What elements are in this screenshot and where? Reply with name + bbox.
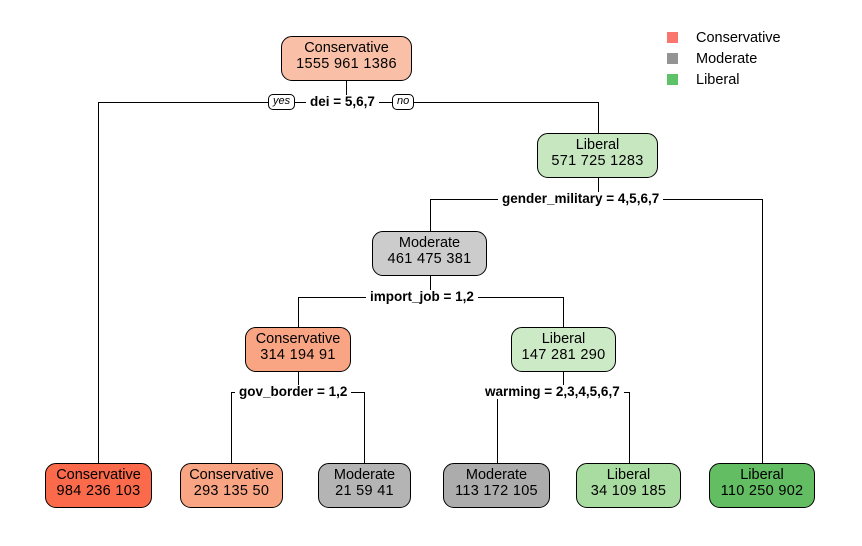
node-counts: 34 109 185: [590, 482, 667, 499]
split-label-import-job: import_job = 1,2: [366, 290, 478, 304]
connector-gendermilitary-right-drop: [762, 199, 763, 463]
connector-root-stem: [346, 81, 347, 102]
connector-libmid-stem: [563, 372, 564, 392]
legend-item-liberal[interactable]: Liberal: [667, 69, 781, 90]
connector-gendermilitary-left-drop: [430, 199, 431, 231]
connector-conmid-stem: [298, 372, 299, 392]
connector-importjob-right-drop: [563, 297, 564, 327]
node-counts: 21 59 41: [335, 482, 394, 499]
split-label-warming: warming = 2,3,4,5,6,7: [481, 385, 624, 399]
connector-no-drop: [598, 102, 599, 133]
node-class-label: Conservative: [255, 331, 341, 347]
split-label-gov-border: gov_border = 1,2: [235, 385, 352, 399]
connector-modmid-stem: [430, 276, 431, 297]
tree-node-root[interactable]: Conservative 1555 961 1386: [281, 36, 412, 81]
legend: Conservative Moderate Liberal: [667, 27, 781, 90]
connector-warming-right-drop: [629, 392, 630, 463]
tree-leaf-moderate-1[interactable]: Moderate 21 59 41: [318, 463, 411, 508]
node-counts: 314 194 91: [260, 346, 336, 363]
tree-node-moderate-mid[interactable]: Moderate 461 475 381: [372, 231, 487, 276]
node-counts: 110 250 902: [720, 482, 804, 499]
node-class-label: Moderate: [333, 467, 396, 483]
tree-leaf-liberal-2[interactable]: Liberal 110 250 902: [709, 463, 815, 508]
tree-leaf-conservative-1[interactable]: Conservative 984 236 103: [45, 463, 152, 508]
node-class-label: Liberal: [740, 467, 784, 483]
legend-item-conservative[interactable]: Conservative: [667, 27, 781, 48]
node-class-label: Moderate: [465, 467, 528, 483]
node-counts: 571 725 1283: [551, 152, 644, 169]
node-class-label: Conservative: [56, 467, 141, 483]
connector-importjob-left-drop: [298, 297, 299, 327]
tree-node-liberal-top[interactable]: Liberal 571 725 1283: [537, 133, 658, 178]
legend-label-moderate: Moderate: [696, 50, 758, 67]
legend-item-moderate[interactable]: Moderate: [667, 48, 781, 69]
legend-label-conservative: Conservative: [696, 29, 781, 46]
node-counts: 113 172 105: [455, 482, 538, 499]
node-counts: 147 281 290: [521, 346, 606, 363]
connector-govborder-left-drop: [231, 392, 232, 463]
connector-libtop-stem: [598, 178, 599, 199]
tree-leaf-moderate-2[interactable]: Moderate 113 172 105: [443, 463, 550, 508]
node-class-label: Liberal: [575, 137, 620, 153]
split-label-dei: dei = 5,6,7: [306, 95, 379, 109]
node-class-label: Liberal: [606, 467, 651, 483]
node-counts: 1555 961 1386: [296, 55, 397, 72]
tree-leaf-liberal-1[interactable]: Liberal 34 109 185: [576, 463, 681, 508]
legend-swatch-moderate: [667, 53, 678, 64]
node-counts: 984 236 103: [56, 482, 141, 499]
tree-node-liberal-mid[interactable]: Liberal 147 281 290: [511, 327, 616, 372]
node-class-label: Liberal: [541, 331, 586, 347]
connector-govborder-right-drop: [364, 392, 365, 463]
connector-yes-drop: [98, 102, 99, 463]
tree-leaf-conservative-2[interactable]: Conservative 293 135 50: [180, 463, 283, 508]
connector-warming-left-drop: [497, 392, 498, 463]
legend-label-liberal: Liberal: [696, 71, 740, 88]
node-counts: 461 475 381: [387, 250, 472, 267]
split-branch-no-dei: no: [392, 94, 415, 110]
split-branch-yes-dei: yes: [268, 94, 296, 110]
node-class-label: Moderate: [398, 235, 461, 251]
legend-swatch-liberal: [667, 74, 678, 85]
node-class-label: Conservative: [304, 40, 389, 56]
node-class-label: Conservative: [189, 467, 274, 483]
node-counts: 293 135 50: [193, 482, 270, 499]
tree-node-conservative-mid[interactable]: Conservative 314 194 91: [245, 327, 351, 372]
split-label-gender-military: gender_military = 4,5,6,7: [498, 192, 664, 206]
legend-swatch-conservative: [667, 32, 678, 43]
